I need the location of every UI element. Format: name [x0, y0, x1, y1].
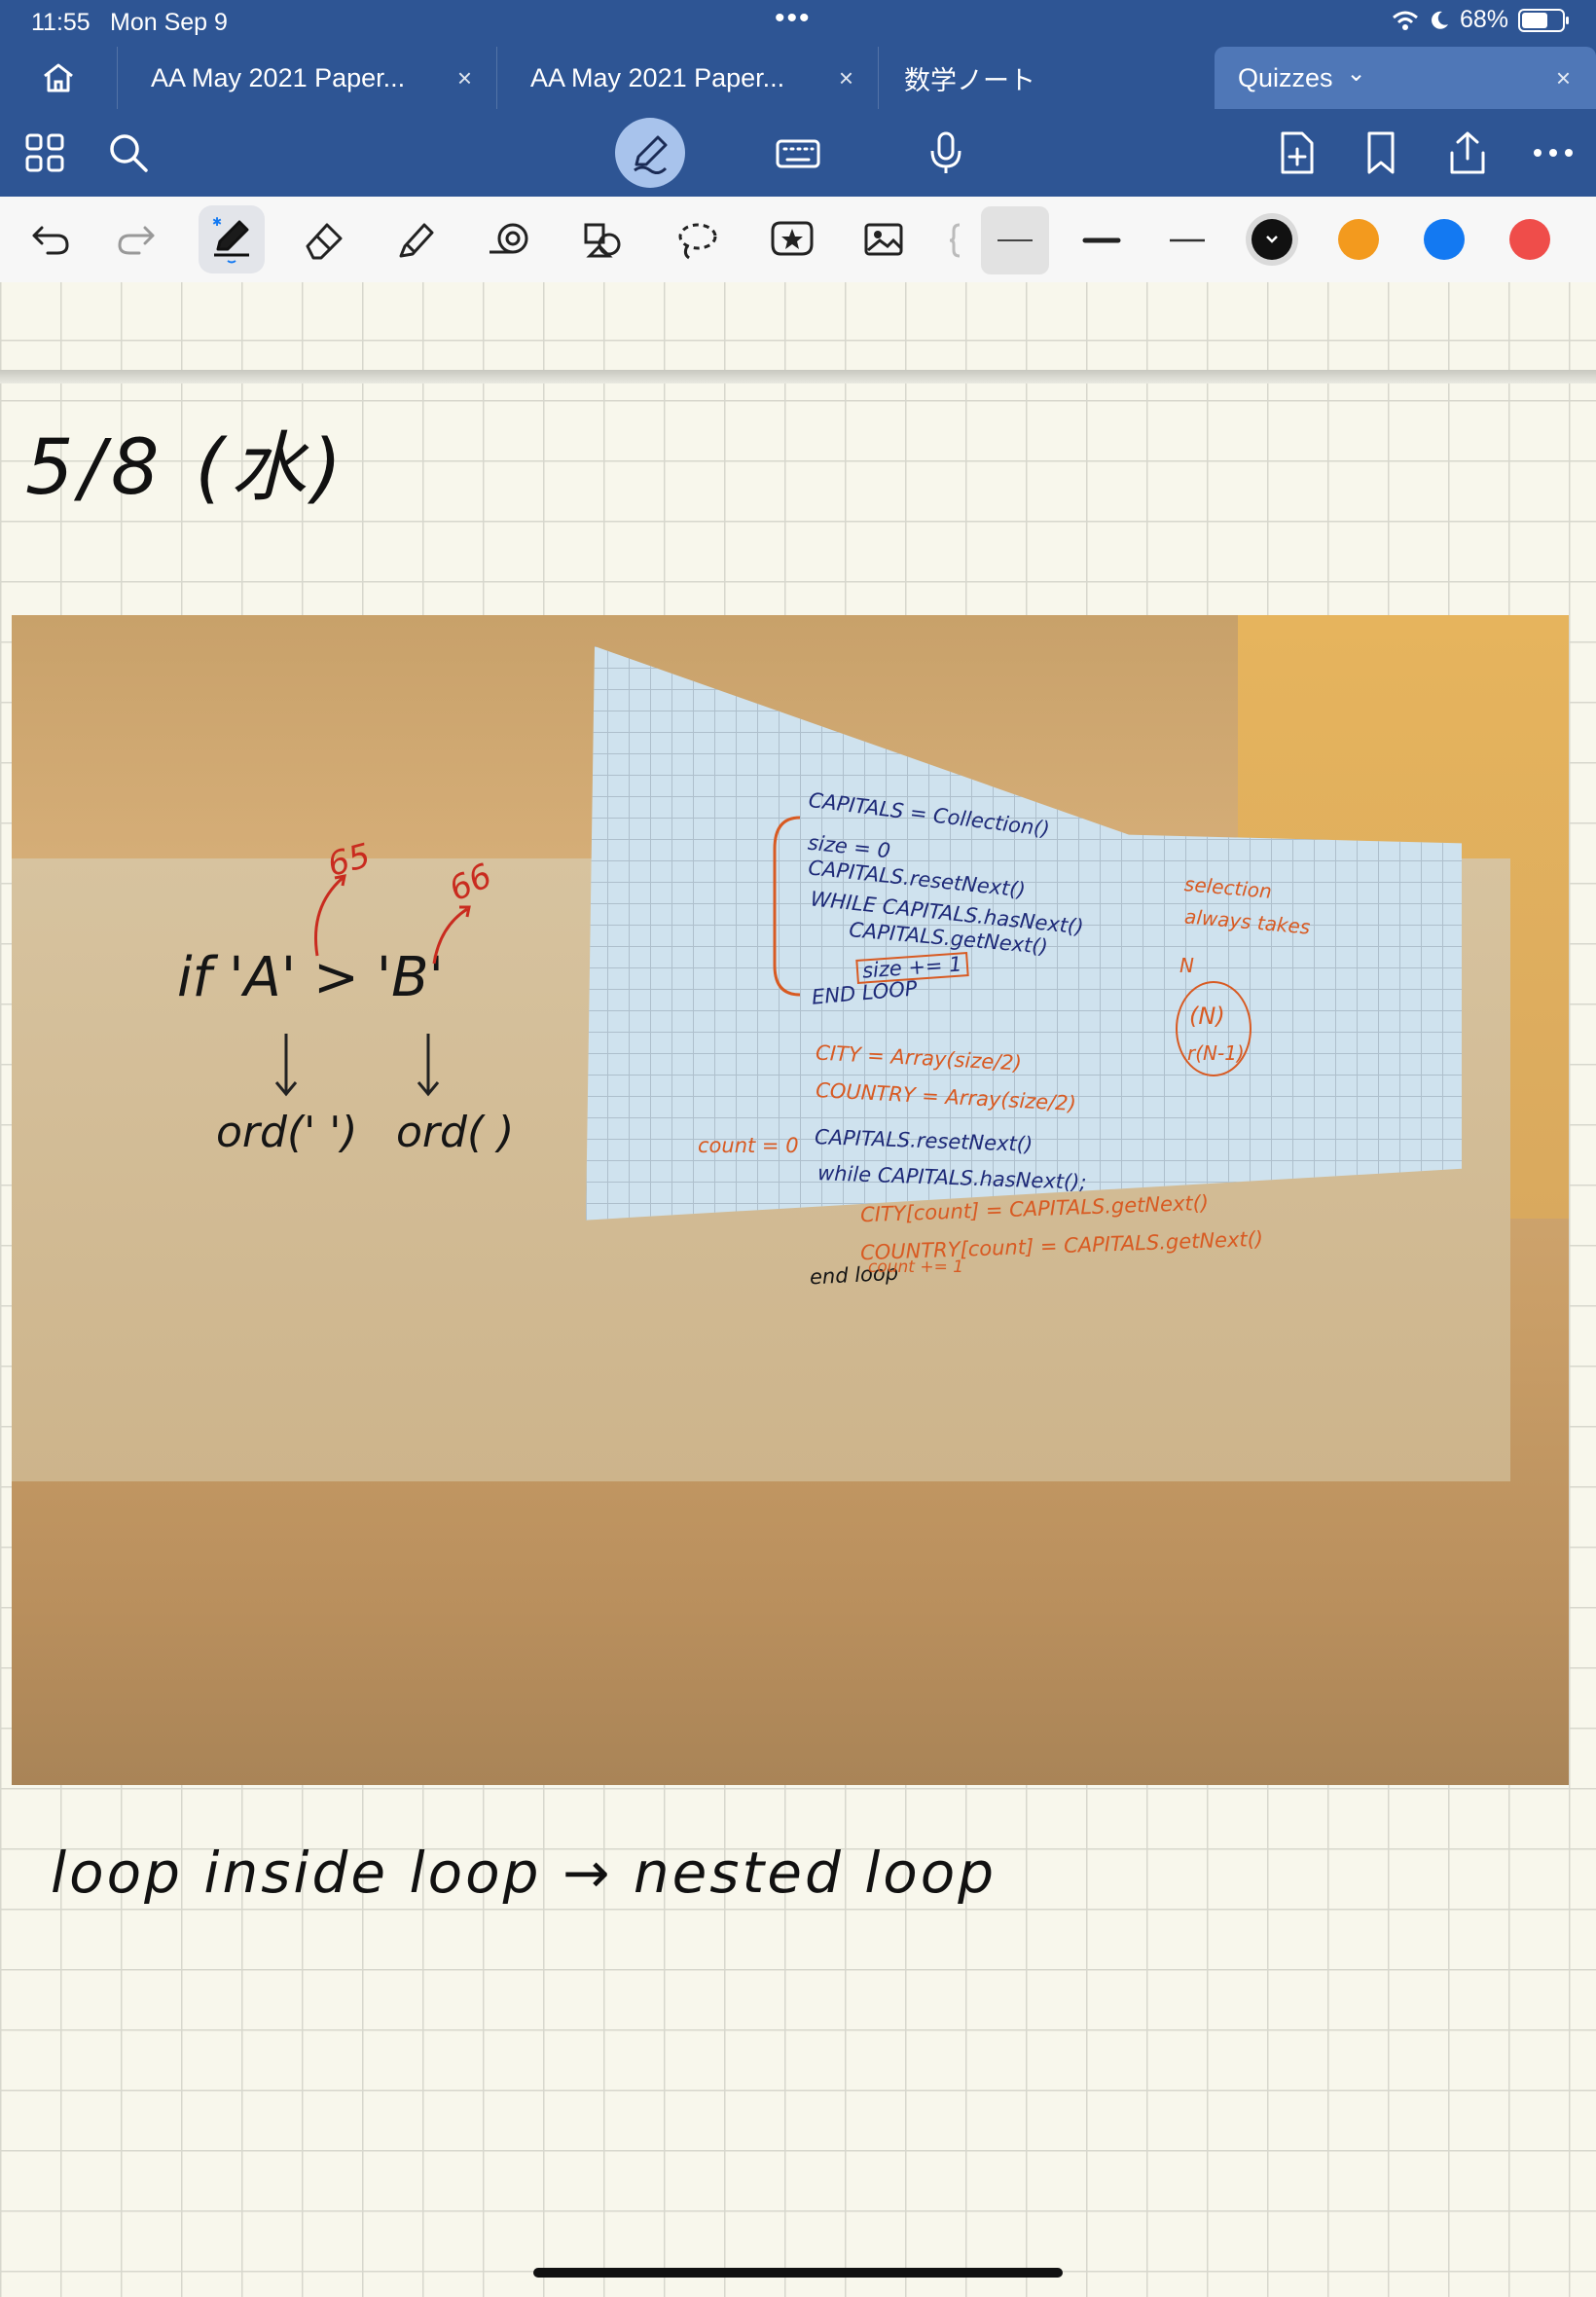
medium-line-icon — [1170, 238, 1205, 242]
loop-bracket — [773, 816, 801, 997]
moon-icon — [1432, 11, 1448, 29]
undo-icon — [32, 226, 69, 255]
color-swatch-red[interactable] — [1509, 219, 1550, 260]
highlighter-tool[interactable] — [387, 210, 446, 269]
pen-tool[interactable]: ✱ — [199, 205, 265, 273]
notebook-page[interactable]: 5/8 (水) if 'A' > 'B' ord(' ') ord( ) 65 … — [0, 282, 1596, 2297]
redo-button[interactable] — [107, 210, 165, 269]
line-thin-option[interactable] — [981, 206, 1049, 274]
side-note: N — [1179, 954, 1194, 977]
shapes-tool[interactable] — [481, 210, 539, 269]
clock-date: Mon Sep 9 — [110, 9, 228, 36]
handwritten-loop-note: loop inside loop → nested loop — [51, 1840, 998, 1906]
keyboard-icon[interactable] — [774, 129, 822, 176]
shapes-icon — [490, 223, 528, 254]
elements-tool[interactable] — [574, 210, 633, 269]
side-note: (N) — [1189, 1003, 1225, 1030]
tab-close-icon[interactable]: × — [456, 63, 472, 92]
lasso-tool[interactable] — [668, 210, 726, 269]
tab-label: Quizzes — [1238, 62, 1333, 92]
sticker-tool[interactable] — [763, 210, 821, 269]
tab-label: 数学ノート — [904, 65, 1035, 95]
home-indicator[interactable] — [533, 2268, 1063, 2278]
color-swatch-black[interactable] — [1251, 219, 1292, 260]
tab-close-icon[interactable]: × — [1555, 63, 1571, 92]
circle-annotation — [1176, 981, 1251, 1076]
tab-bar: AA May 2021 Paper... × AA May 2021 Paper… — [0, 47, 1596, 109]
tab-close-icon[interactable]: × — [838, 63, 853, 92]
text-tool[interactable] — [942, 210, 969, 269]
tab-label: AA May 2021 Paper... — [151, 62, 406, 92]
chevron-down-icon — [1266, 236, 1278, 243]
arrow-lines — [274, 1034, 440, 1097]
home-icon — [44, 63, 73, 92]
status-bar: 11:55 Mon Sep 9 ••• 68% — [0, 0, 1596, 47]
color-swatch-blue[interactable] — [1424, 219, 1465, 260]
status-indicators: 68% — [1392, 6, 1569, 34]
tab-aa-paper-2[interactable]: AA May 2021 Paper... × — [496, 47, 879, 109]
ord-a-text: ord(' ') — [216, 1108, 358, 1157]
text-icon — [949, 223, 961, 258]
line-thick-option[interactable] — [1068, 206, 1136, 274]
undo-button[interactable] — [21, 210, 80, 269]
svg-text:✱: ✱ — [212, 215, 222, 229]
line-medium-option[interactable] — [1153, 206, 1221, 274]
bookmark-icon[interactable] — [1358, 129, 1404, 176]
wifi-icon — [1392, 11, 1418, 30]
page-separator — [0, 370, 1596, 383]
code-line: count += 1 — [868, 1258, 964, 1277]
pen-toolbar: ✱ — [0, 197, 1596, 283]
microphone-icon[interactable] — [923, 129, 969, 176]
pen-mode-icon — [634, 135, 668, 174]
if-statement-text: if 'A' > 'B' — [177, 946, 444, 1009]
sticker-icon — [771, 221, 814, 256]
grid-icon[interactable] — [21, 129, 68, 176]
eraser-icon — [306, 223, 343, 260]
classroom-photo[interactable]: if 'A' > 'B' ord(' ') ord( ) 65 66 CAPIT… — [12, 615, 1569, 1785]
thin-line-icon — [998, 239, 1033, 241]
highlighter-icon — [399, 223, 434, 258]
code-line: count = 0 — [698, 1134, 799, 1157]
add-page-icon[interactable] — [1273, 129, 1320, 176]
eraser-tool[interactable] — [294, 210, 352, 269]
handwritten-date: 5/8 (水) — [25, 424, 348, 512]
tab-aa-paper-1[interactable]: AA May 2021 Paper... × — [117, 47, 497, 109]
chevron-down-icon[interactable]: ⌄ — [1346, 59, 1366, 87]
clock-time: 11:55 — [31, 9, 91, 36]
image-icon — [864, 223, 903, 256]
color-swatch-orange[interactable] — [1338, 219, 1379, 260]
lasso-icon — [678, 223, 717, 260]
document-toolbar — [0, 109, 1596, 197]
pen-icon: ✱ — [212, 215, 249, 264]
tab-math-notes[interactable]: 数学ノート — [878, 47, 1215, 109]
image-tool[interactable] — [854, 210, 913, 269]
home-button[interactable] — [0, 47, 117, 109]
redo-icon — [118, 226, 155, 255]
search-icon[interactable] — [105, 129, 152, 176]
tab-label: AA May 2021 Paper... — [530, 62, 785, 92]
more-icon[interactable] — [1530, 129, 1577, 176]
thick-line-icon — [1082, 237, 1121, 243]
side-note: r(N-1) — [1187, 1041, 1245, 1065]
multitasking-dots[interactable]: ••• — [775, 2, 812, 34]
battery-percent: 68% — [1459, 6, 1508, 33]
elements-icon — [584, 223, 621, 258]
tab-quizzes[interactable]: Quizzes ⌄ × — [1215, 47, 1596, 109]
pen-mode-button[interactable] — [615, 118, 685, 188]
battery-icon — [1518, 8, 1569, 32]
battery-level — [1522, 12, 1547, 28]
share-icon[interactable] — [1444, 129, 1491, 176]
ord-b-text: ord( ) — [396, 1108, 515, 1157]
red-arrows — [313, 874, 471, 965]
